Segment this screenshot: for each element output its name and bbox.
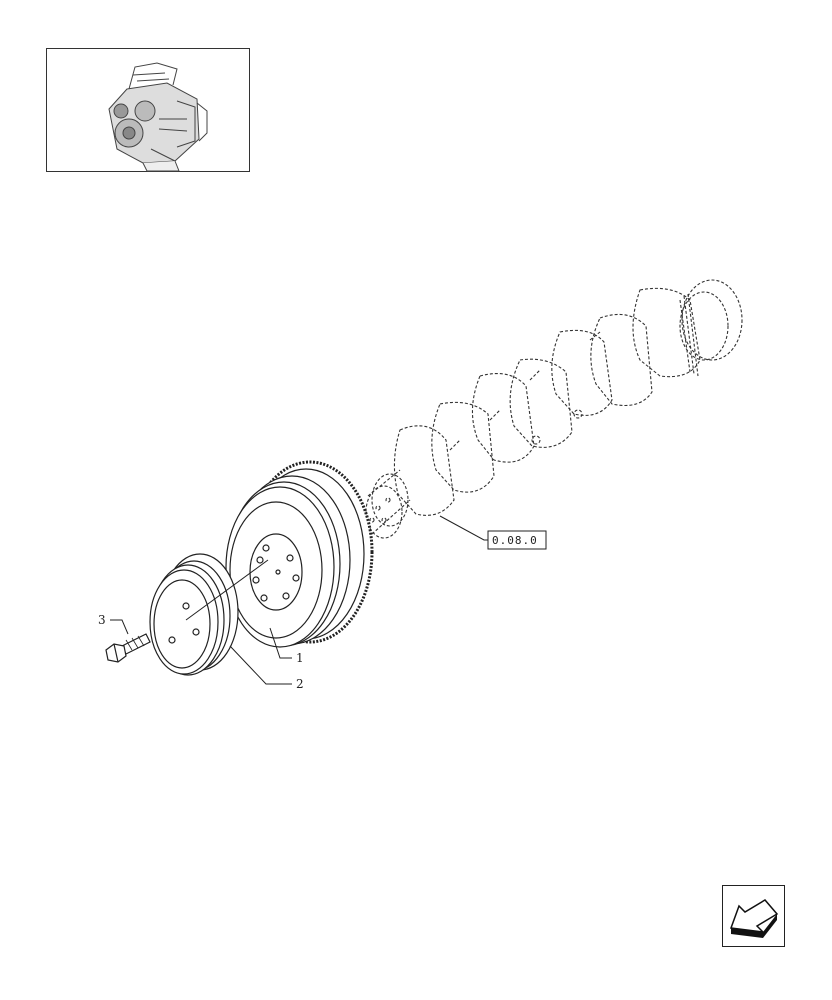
crankshaft-pulley bbox=[149, 553, 239, 676]
crankshaft bbox=[365, 279, 743, 539]
assembly-axis-line bbox=[185, 559, 269, 621]
navigation-back-button[interactable] bbox=[722, 885, 785, 947]
callout-2[interactable]: 2 bbox=[296, 677, 304, 691]
reference-box[interactable] bbox=[487, 530, 547, 550]
bolt bbox=[105, 633, 151, 663]
leader-lines bbox=[110, 515, 488, 685]
arrow-left-icon bbox=[729, 899, 779, 938]
vibration-damper bbox=[225, 460, 374, 648]
engine-icon bbox=[108, 62, 208, 172]
callout-1[interactable]: 1 bbox=[296, 651, 304, 665]
reference-label[interactable]: 0.08.0 bbox=[492, 534, 538, 547]
callout-3[interactable]: 3 bbox=[98, 613, 106, 627]
engine-thumbnail bbox=[46, 48, 250, 172]
